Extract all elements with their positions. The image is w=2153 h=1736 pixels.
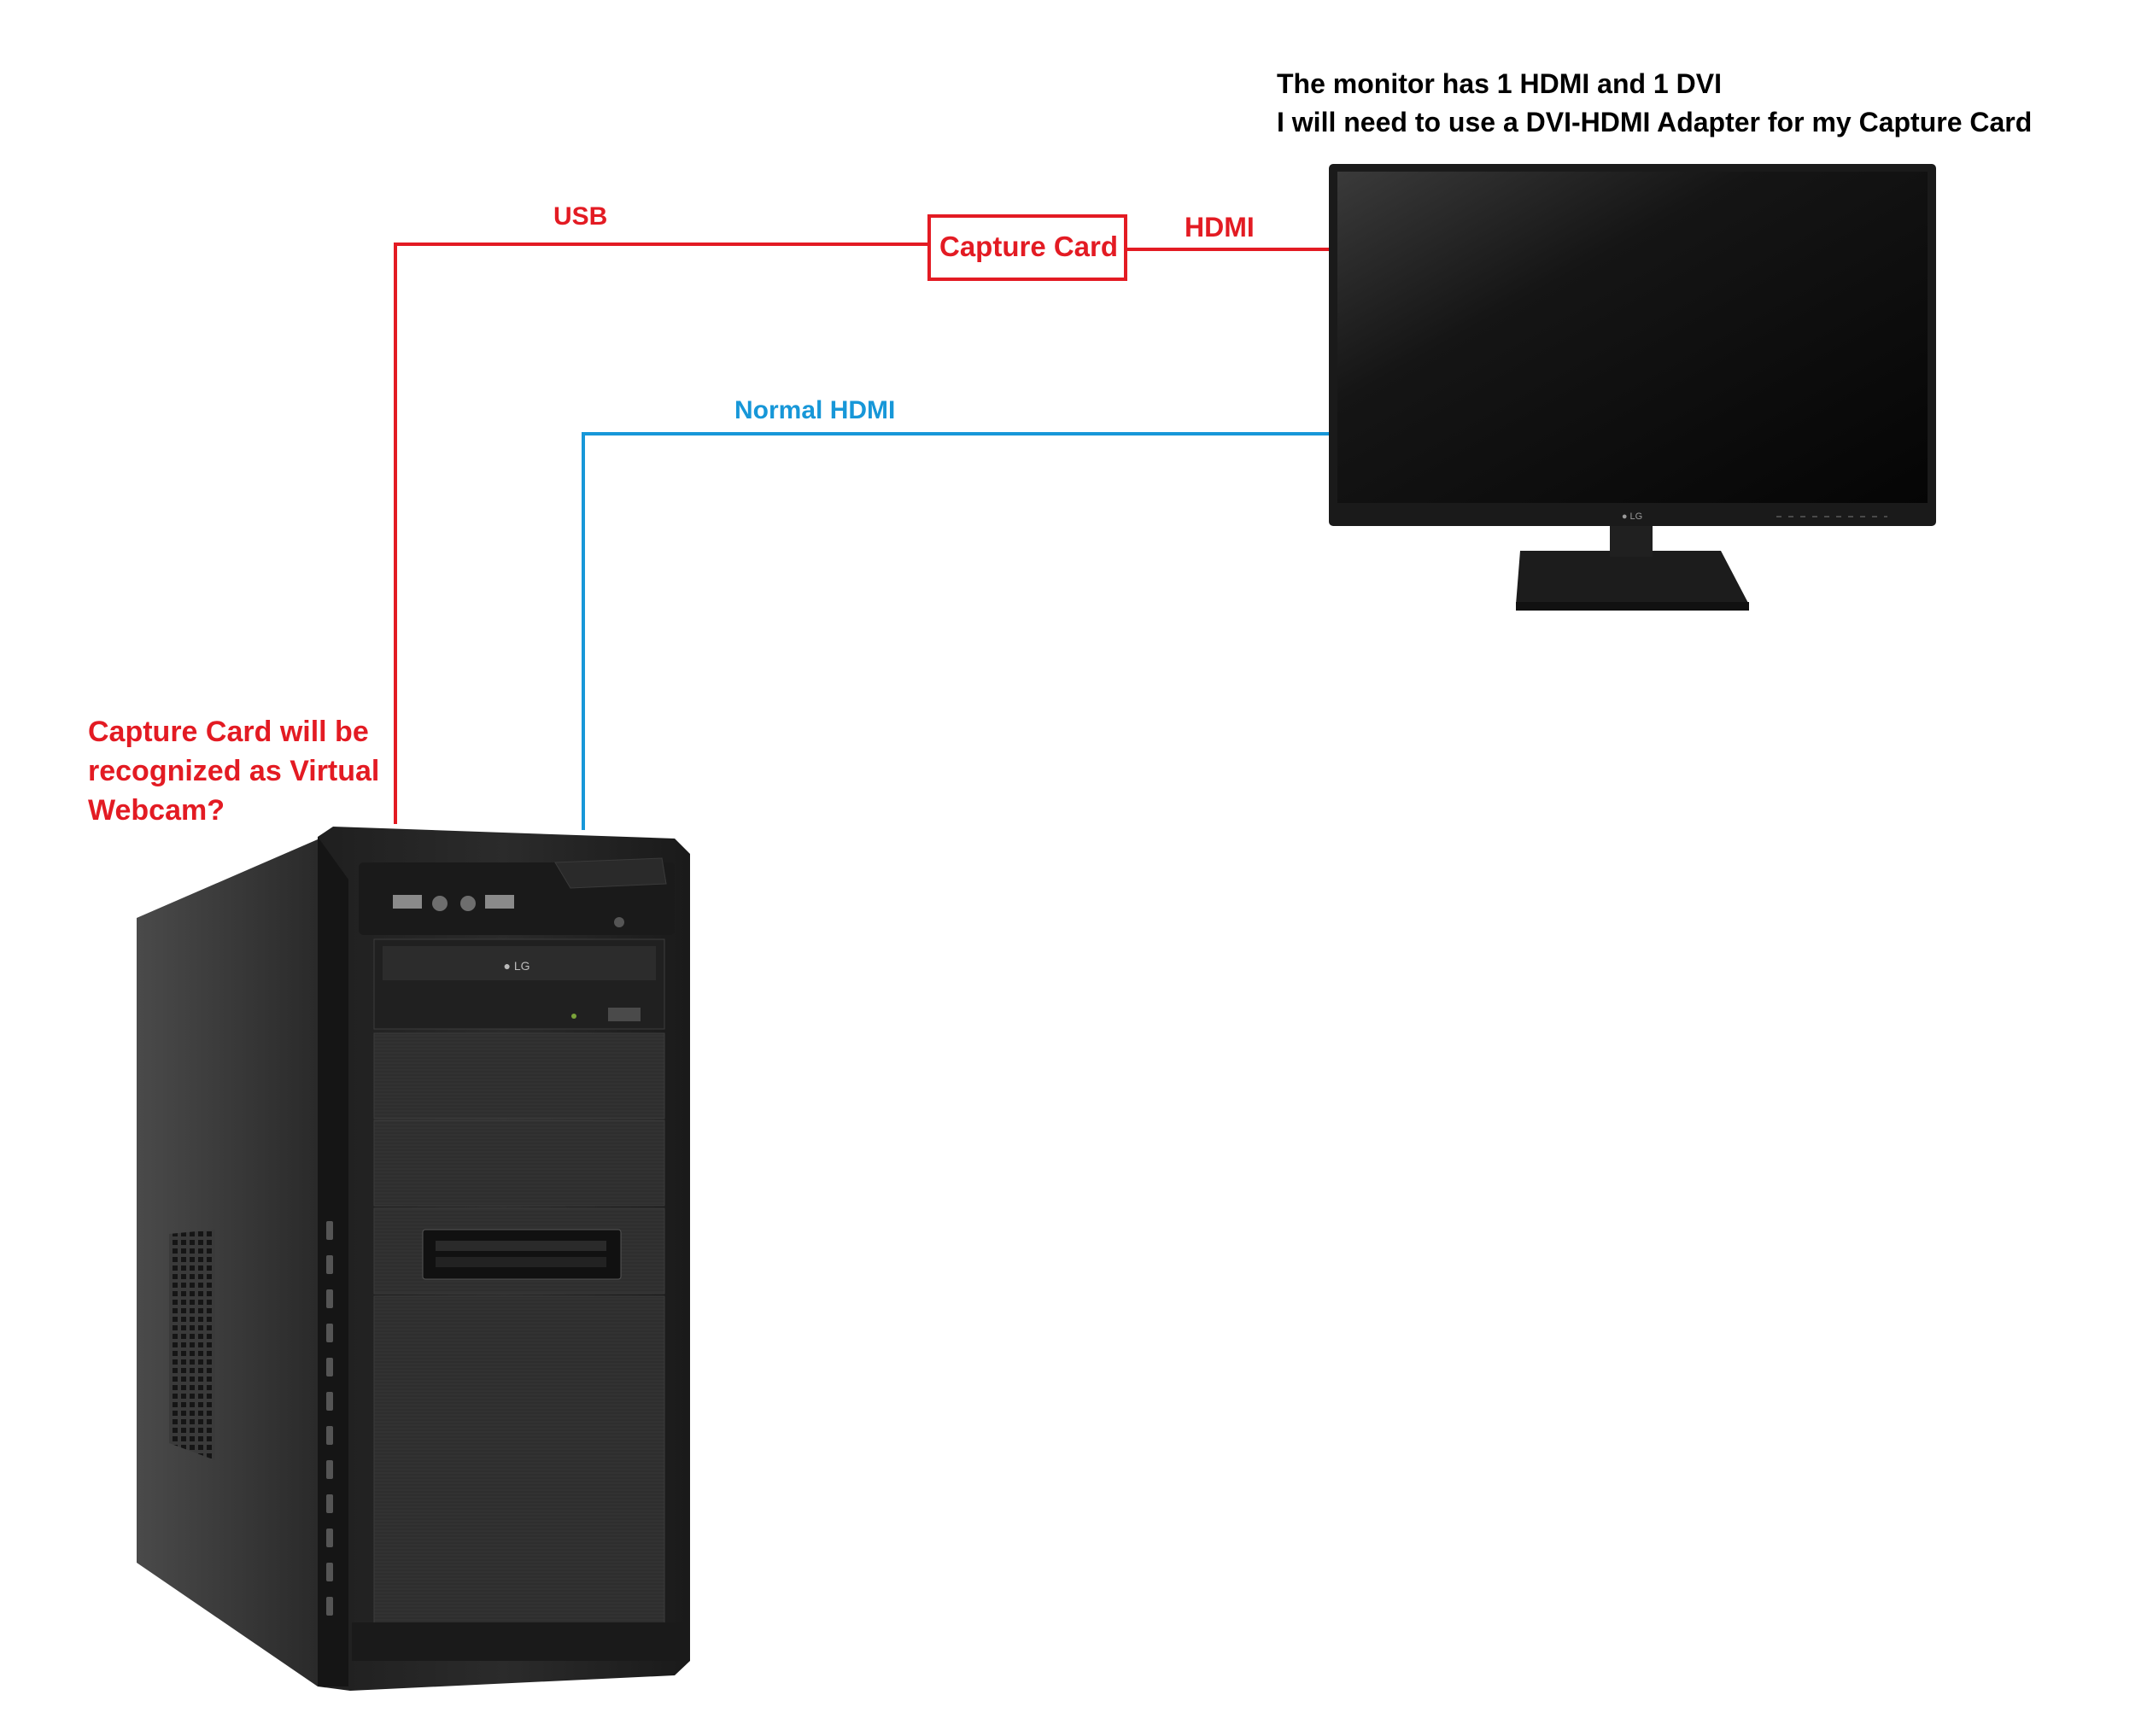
capture-card-label: Capture Card [939, 231, 1119, 262]
drive-bay-1 [373, 1032, 665, 1119]
monitor-note-line-2: I will need to use a DVI-HDMI Adapter fo… [1277, 107, 2033, 137]
question-line-1: Capture Card will be [88, 716, 369, 748]
tower-side-vent [169, 1230, 215, 1460]
monitor-note-line-1: The monitor has 1 HDMI and 1 DVI [1277, 68, 1722, 99]
usb-port-2 [485, 895, 514, 909]
drive-bay-2 [373, 1119, 665, 1207]
monitor-stand-neck [1610, 523, 1653, 557]
card-reader [422, 1229, 622, 1280]
usb-port-1 [393, 895, 422, 909]
hdmi-label: HDMI [1185, 212, 1255, 243]
usb-cable-line [394, 243, 929, 824]
audio-jack-2 [460, 896, 476, 911]
tower-front-slots [326, 1221, 333, 1616]
normal-hdmi-label: Normal HDMI [734, 396, 896, 424]
power-button [554, 857, 667, 889]
question-line-2: recognized as Virtual [88, 755, 380, 787]
capture-card-box [927, 214, 1127, 281]
monitor-stand-base [1516, 551, 1749, 605]
monitor: ● LG [1329, 164, 1936, 611]
usb-label: USB [553, 202, 608, 231]
question-line-3: Webcam? [88, 794, 225, 827]
lg-logo: ● LG [1622, 511, 1642, 522]
eject-button [608, 1008, 641, 1021]
pc-tower: ● LG [137, 827, 690, 1691]
tower-side-panel [137, 839, 318, 1686]
lg-drive-logo: ● LG [503, 959, 529, 973]
audio-jack-1 [432, 896, 448, 911]
monitor-screen [1337, 172, 1928, 503]
tower-lower-panel [373, 1295, 665, 1630]
normal-hdmi-cable-line [582, 432, 1329, 830]
